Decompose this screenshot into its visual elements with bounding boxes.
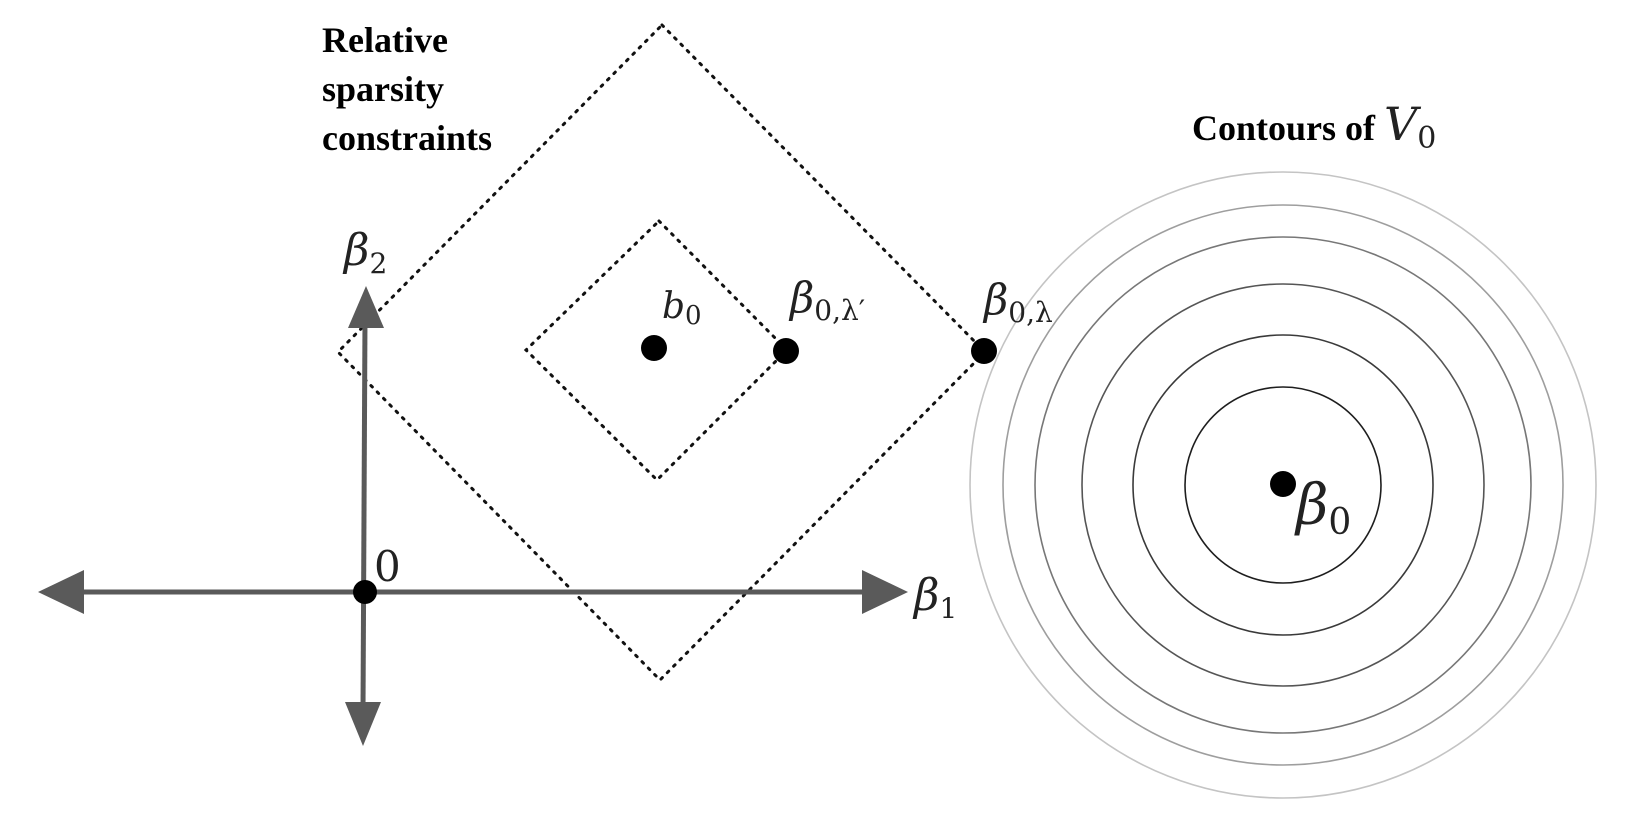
beta-0-label-symbol: β [1294,473,1328,538]
contours-label-subscript: 0 [1417,121,1436,156]
constraints-label-line-1: Relative [322,20,448,60]
x-axis-label-subscript: 1 [939,592,957,625]
beta-0-lambda-prime-label-symbol: β [788,273,814,322]
b0-label-symbol: b [662,286,685,327]
relative-sparsity-constraints [335,22,988,683]
beta-0-label: β0 [1294,473,1351,543]
origin-label: 0 [374,542,401,591]
beta-0-lambda-prime-label: β0,λ′ [788,273,865,327]
y-axis-label: β2 [342,225,387,280]
y-axis-down-arrowhead [345,702,381,746]
contour-ring-4 [1034,236,1532,734]
contours-label: Contours of V0 [1192,97,1436,156]
y-axis-label-subscript: 2 [369,247,387,280]
contour-ring-6 [969,171,1597,799]
beta-0-lambda-prime-point [773,338,799,364]
beta-0-lambda-label-subscript: 0,λ [1008,296,1052,329]
b0-label-subscript: 0 [685,301,702,331]
beta-0-point [1270,471,1296,497]
x-axis-label: β1 [912,570,957,625]
y-axis-up-arrowhead [348,286,384,328]
contour-ring-2 [1132,334,1434,636]
beta-0-label-subscript: 0 [1328,502,1351,543]
x-axis-right-arrowhead [862,570,908,614]
outer-constraint-diamond [335,22,988,683]
y-axis-label-symbol: β [342,225,369,276]
origin-point [353,580,377,604]
contour-ring-3 [1081,283,1485,687]
y-axis-line [360,317,368,711]
constraints-label: Relative sparsity constraints [322,20,492,158]
constraints-label-line-3: constraints [322,118,492,158]
contours-label-text: Contours of [1192,108,1384,148]
b0-point [641,335,667,361]
contour-ring-1 [1184,386,1382,584]
x-axis-label-symbol: β [912,570,939,621]
constraints-label-line-2: sparsity [322,69,444,109]
beta-0-lambda-label: β0,λ [982,275,1053,329]
coordinate-axes [38,286,908,746]
beta-0-lambda-point [971,338,997,364]
contour-ring-5 [1002,204,1564,766]
beta-0-lambda-label-symbol: β [982,275,1008,324]
contours-of-v0 [969,171,1597,799]
inner-constraint-diamond [523,218,790,483]
contours-label-symbol: V [1384,97,1422,151]
b0-label: b0 [662,286,702,331]
beta-0-lambda-prime-label-subscript: 0,λ′ [814,294,865,327]
points [353,335,1296,604]
x-axis-left-arrowhead [38,570,84,614]
